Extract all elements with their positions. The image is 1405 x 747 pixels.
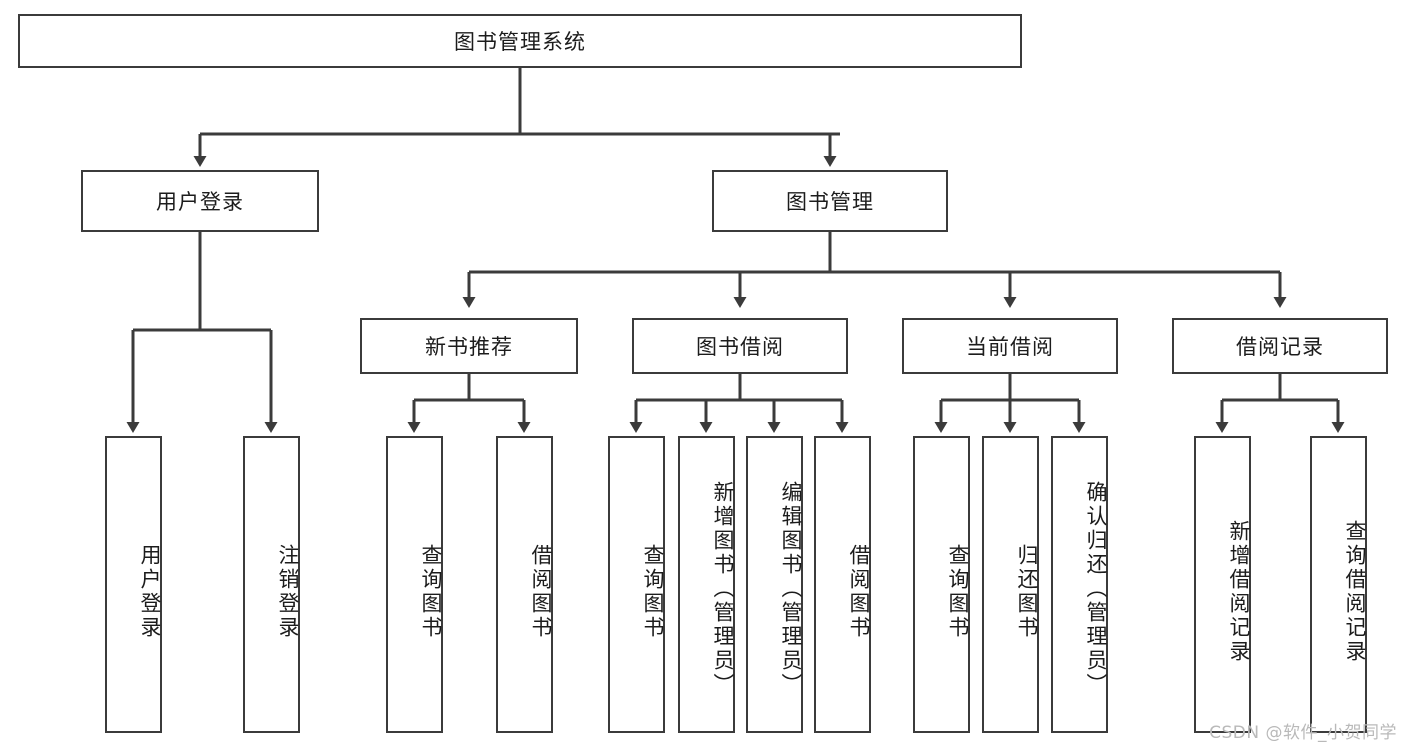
leaf-add-book[interactable]: 新增图书（管理员） bbox=[678, 436, 735, 733]
leaf-user-login[interactable]: 用户登录 bbox=[105, 436, 162, 733]
leaf-query-borrow-record[interactable]: 查询借阅记录 bbox=[1310, 436, 1367, 733]
node-new-book-recommend[interactable]: 新书推荐 bbox=[360, 318, 578, 374]
leaf-query-book-current[interactable]: 查询图书 bbox=[913, 436, 970, 733]
leaf-return-book[interactable]: 归还图书 bbox=[982, 436, 1039, 733]
node-root-system[interactable]: 图书管理系统 bbox=[18, 14, 1022, 68]
leaf-query-book-recommend[interactable]: 查询图书 bbox=[386, 436, 443, 733]
leaf-confirm-return[interactable]: 确认归还（管理员） bbox=[1051, 436, 1108, 733]
leaf-borrow-book[interactable]: 借阅图书 bbox=[814, 436, 871, 733]
leaf-edit-book[interactable]: 编辑图书（管理员） bbox=[746, 436, 803, 733]
leaf-user-logout[interactable]: 注销登录 bbox=[243, 436, 300, 733]
leaf-add-borrow-record[interactable]: 新增借阅记录 bbox=[1194, 436, 1251, 733]
leaf-borrow-book-recommend[interactable]: 借阅图书 bbox=[496, 436, 553, 733]
watermark-text: CSDN @软件_小贺同学 bbox=[1209, 723, 1397, 743]
node-user-login[interactable]: 用户登录 bbox=[81, 170, 319, 232]
leaf-query-book-borrow[interactable]: 查询图书 bbox=[608, 436, 665, 733]
node-current-borrow[interactable]: 当前借阅 bbox=[902, 318, 1118, 374]
node-book-management[interactable]: 图书管理 bbox=[712, 170, 948, 232]
node-borrow-record[interactable]: 借阅记录 bbox=[1172, 318, 1388, 374]
node-book-borrow[interactable]: 图书借阅 bbox=[632, 318, 848, 374]
